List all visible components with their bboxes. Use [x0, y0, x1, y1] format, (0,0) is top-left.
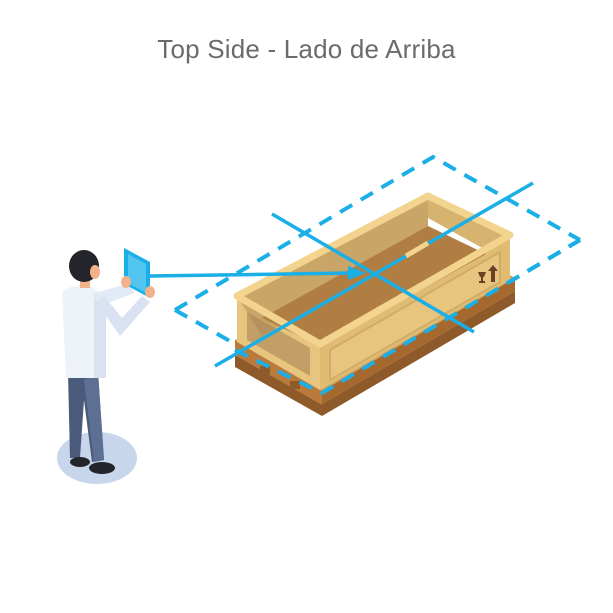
person — [62, 248, 155, 474]
measurement-lines — [214, 181, 534, 368]
tablet — [124, 248, 150, 298]
scan-arrow — [149, 266, 366, 280]
dashed-scan-plane-front — [234, 238, 582, 396]
crate — [233, 192, 514, 390]
this-side-up-arrow-icon — [488, 265, 498, 282]
page-title: Top Side - Lado de Arriba — [157, 34, 456, 64]
fragile-glass-icon — [478, 272, 486, 283]
